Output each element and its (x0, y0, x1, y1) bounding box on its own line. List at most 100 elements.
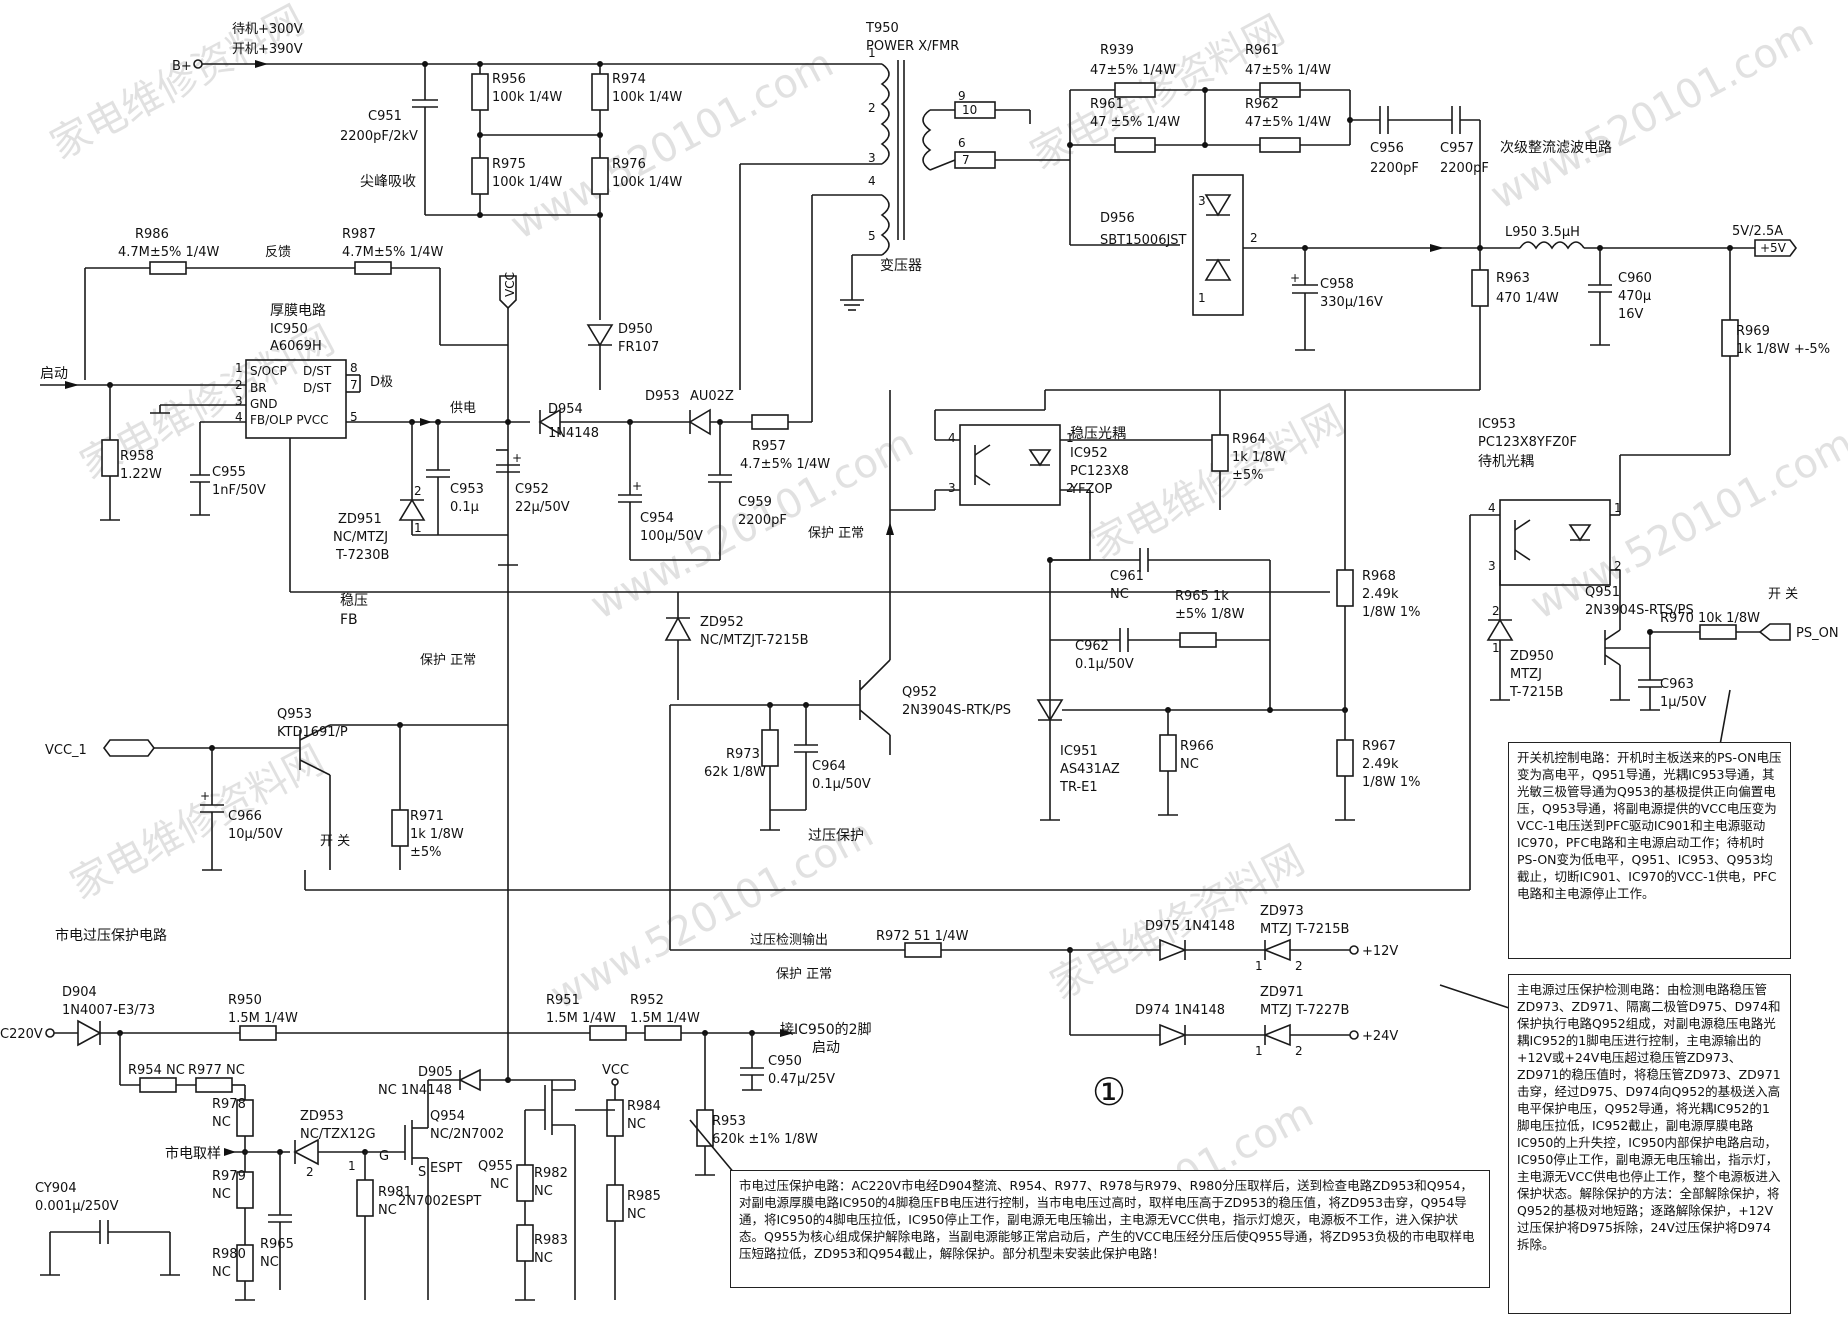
r951-ref: R951 (546, 993, 580, 1008)
svg-text:3: 3 (1198, 194, 1206, 208)
ic953-optocoupler (1499, 499, 1611, 586)
r983-resistor (516, 1224, 534, 1262)
plus24-label: +24V (1362, 1029, 1398, 1044)
r963-ref: R963 (1496, 271, 1530, 286)
r964-value: 1k 1/8W (1232, 450, 1286, 465)
r950-value: 1.5M 1/4W (228, 1011, 298, 1026)
watermark-3: 家电维修资料网 (1023, 7, 1292, 179)
r956-ref: R956 (492, 72, 526, 87)
r968-rating: 1/8W 1% (1362, 605, 1421, 620)
r967-value: 2.49k (1362, 757, 1399, 772)
zd971-ref: ZD971 (1260, 985, 1304, 1000)
r961b-resistor (1114, 137, 1156, 153)
r982-value: NC (534, 1184, 553, 1199)
c966-value: 10μ/50V (228, 827, 283, 842)
overvolt-protect-label: 过压保护 (808, 828, 864, 844)
opto-reg-label: 稳压光耦 (1070, 426, 1126, 442)
ic950-chip (245, 359, 347, 439)
r973-value: 62k 1/8W (704, 765, 766, 780)
zd950-ref: ZD950 (1510, 649, 1554, 664)
zd951-ref: ZD951 (338, 512, 382, 527)
c953-ref: C953 (450, 482, 484, 497)
c962-value: 0.1μ/50V (1075, 657, 1134, 672)
ic950-pin-socp: S/OCP (250, 364, 287, 378)
svg-text:3: 3 (1488, 559, 1496, 573)
c963-value: 1μ/50V (1660, 695, 1706, 710)
q955-part: 2N7002ESPT (398, 1194, 481, 1209)
r971-ref: R971 (410, 809, 444, 824)
r957-ref: R957 (752, 439, 786, 454)
protect-normal-label-3: 保护 正常 (776, 967, 832, 982)
r978-ref: R978 (212, 1097, 246, 1112)
r974-resistor (591, 73, 609, 111)
t950-aux-winding (880, 194, 890, 256)
r958-value: 1.22W (120, 467, 162, 482)
r967-rating: 1/8W 1% (1362, 775, 1421, 790)
r954-label: R954 NC (128, 1063, 185, 1078)
svg-text:4: 4 (1488, 501, 1496, 515)
r953-ref: R953 (712, 1114, 746, 1129)
secondary-filter-label: 次级整流滤波电路 (1500, 140, 1612, 156)
q955-value: NC (490, 1177, 509, 1192)
c964-value: 0.1μ/50V (812, 777, 871, 792)
switch-label-2: 开 关 (1768, 587, 1798, 602)
r962-resistor (1259, 137, 1301, 153)
r975-value: 100k 1/4W (492, 175, 562, 190)
r981-resistor (356, 1179, 374, 1217)
zd952-zener (664, 616, 692, 641)
r956-value: 100k 1/4W (492, 90, 562, 105)
plus12-label: +12V (1362, 944, 1398, 959)
svg-text:1: 1 (235, 361, 243, 375)
bplus-arrow (255, 60, 268, 68)
transformer-t950: T950 POWER X/FMR 1 2 3 4 5 变压器 910 67 (739, 21, 1071, 418)
r977-label: R977 NC (188, 1063, 245, 1078)
watermark-2: www.520101.com (503, 40, 841, 249)
svg-text:5: 5 (350, 410, 358, 424)
c963-ref: C963 (1660, 677, 1694, 692)
d-pole-label: D极 (370, 375, 393, 390)
d904-ref: D904 (62, 985, 97, 1000)
r987-ref: R987 (342, 227, 376, 242)
r974-ref: R974 (612, 72, 646, 87)
c955-ref: C955 (212, 465, 246, 480)
ac220-label: C220V (0, 1027, 43, 1042)
q953-section: Q953 KTD1691/P VCC_1 + C966 10μ/50V R971… (45, 570, 1471, 891)
cy904-value: 0.001μ/250V (35, 1199, 119, 1214)
c959-ref: C959 (738, 495, 772, 510)
zd950-zener (1486, 618, 1514, 641)
svg-text:2: 2 (1492, 604, 1500, 618)
r965-resistor (1179, 632, 1217, 648)
r976-resistor (591, 157, 609, 195)
zd951-part: T-7230B (335, 548, 389, 563)
r963-value: 470 1/4W (1496, 291, 1559, 306)
r961b-value: 47 ±5% 1/4W (1090, 115, 1180, 130)
r971-value: 1k 1/8W (410, 827, 464, 842)
zd953-ref: ZD953 (300, 1109, 344, 1124)
zd973-value: MTZJ T-7215B (1260, 922, 1349, 937)
r970-resistor (1699, 624, 1737, 640)
t950-subtitle: POWER X/FMR (866, 39, 959, 54)
c959-value: 2200pF (738, 513, 787, 528)
mains-ovp-title: 市电过压保护电路 (55, 927, 167, 944)
ps-on-connector (1758, 623, 1791, 641)
watermark-4: www.520101.com (1483, 10, 1821, 219)
r952-value: 1.5M 1/4W (630, 1011, 700, 1026)
svg-text:1: 1 (1255, 959, 1263, 973)
q952-section: Q952 2N3904S-RTK/PS R973 62k 1/8W C964 0… (669, 540, 1011, 950)
r979-value: NC (212, 1187, 231, 1202)
r963-resistor (1471, 269, 1489, 307)
q951-ref: Q951 (1585, 585, 1620, 600)
svg-text:2: 2 (1614, 559, 1622, 573)
vcc1-label: VCC_1 (45, 743, 87, 758)
d953-value: AU02Z (690, 389, 734, 404)
svg-text:9: 9 (958, 89, 966, 103)
svg-text:2: 2 (1250, 231, 1258, 245)
r939-value: 47±5% 1/4W (1090, 63, 1176, 78)
c954-value: 100μ/50V (640, 529, 703, 544)
r965-ref: R965 1k (1175, 589, 1229, 604)
q952-value: 2N3904S-RTK/PS (902, 703, 1011, 718)
d953-diode (688, 408, 711, 436)
d950-diode (586, 324, 614, 347)
